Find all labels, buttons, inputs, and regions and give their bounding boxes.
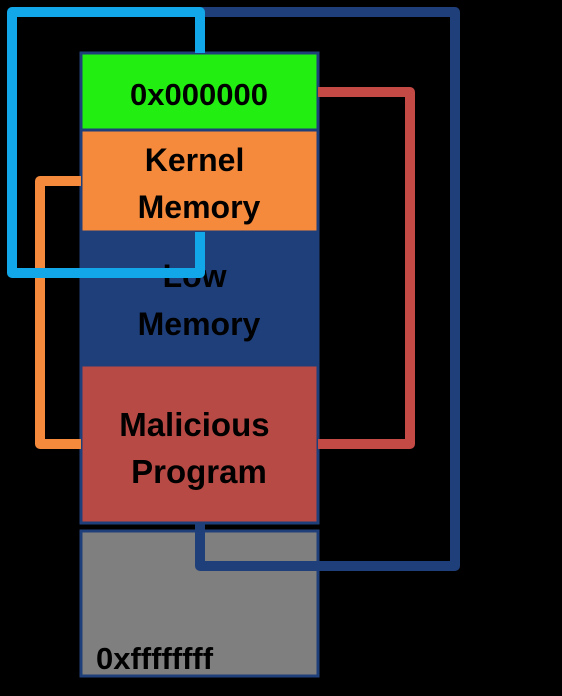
connector-orange: [35, 176, 81, 449]
malicious-program-label-line-2: Program: [131, 453, 267, 490]
connector-dark-blue: [195, 7, 460, 571]
malicious-program-label-line-1: Malicious: [119, 406, 269, 443]
kernel-memory-block: [79, 128, 320, 234]
malicious-program-block: [79, 363, 320, 525]
kernel-memory-label-line-1: Kernel: [145, 142, 245, 178]
kernel-memory-label-line-2: Memory: [138, 189, 261, 225]
bottom-address-label: 0xffffffff: [96, 641, 214, 676]
kernel-memory-label: Kernel Memory: [138, 142, 261, 225]
malicious-program-label: Malicious Program: [119, 406, 279, 490]
bottom-address-block: [79, 529, 320, 678]
low-memory-label-line-2: Memory: [138, 306, 261, 342]
top-address-block: [79, 51, 320, 132]
top-address-label: 0x000000: [130, 77, 268, 112]
connector-red: [318, 87, 415, 449]
connector-light-blue: [7, 7, 205, 278]
